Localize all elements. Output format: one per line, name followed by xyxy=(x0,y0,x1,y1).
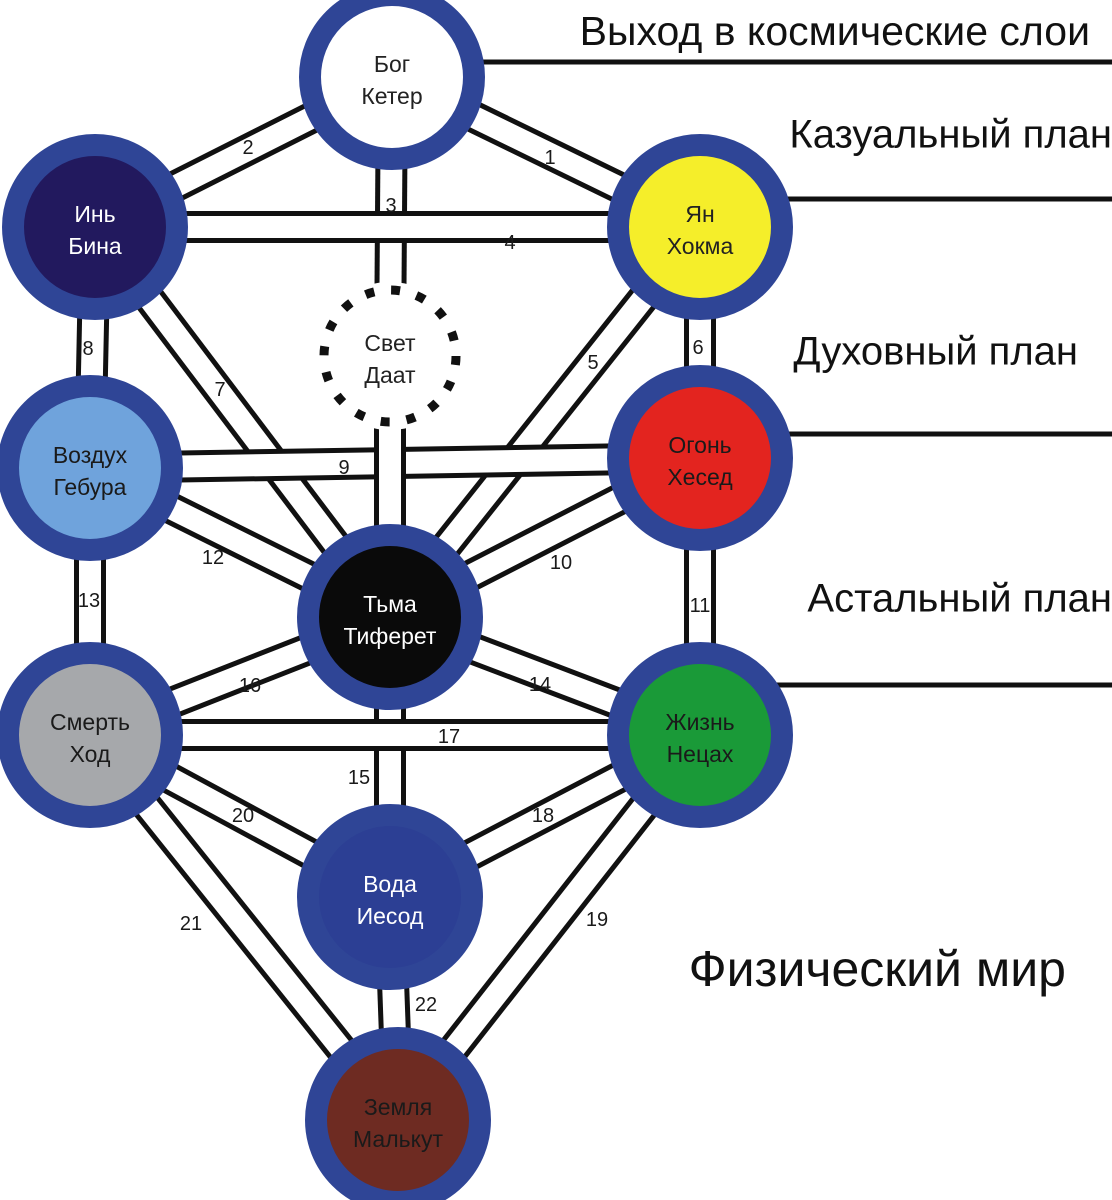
sephirah-circle xyxy=(305,1027,491,1200)
path-number: 12 xyxy=(202,547,224,569)
plane-dividers xyxy=(478,59,1112,688)
path-number: 21 xyxy=(180,913,202,935)
sephirah-line1: Воздух xyxy=(53,442,128,468)
path-number: 5 xyxy=(587,352,598,374)
sephirah-line1: Свет xyxy=(364,330,416,356)
path-number: 4 xyxy=(504,232,515,254)
path-number: 13 xyxy=(78,590,100,612)
plane-label-causal: Казуальный план xyxy=(789,112,1112,156)
plane-label-exit: Выход в космические слои xyxy=(580,8,1090,54)
plane-label-physical: Физический мир xyxy=(689,941,1066,997)
sephirah-line1: Огонь xyxy=(668,432,731,458)
sephirah-line2: Даат xyxy=(364,362,416,388)
sephirah-line2: Тиферет xyxy=(344,623,437,649)
path-number: 3 xyxy=(385,195,396,217)
sephirah-line1: Тьма xyxy=(363,591,417,617)
path-number: 19 xyxy=(586,909,608,931)
sephirah-line2: Иесод xyxy=(357,903,424,929)
plane-label-spirit: Духовный план xyxy=(793,329,1078,373)
path-number: 15 xyxy=(348,767,370,789)
sephirah-circle xyxy=(2,134,188,320)
path-number: 22 xyxy=(415,994,437,1016)
sephirah-circle xyxy=(0,375,183,561)
sephirah-line1: Ян xyxy=(685,201,714,227)
sephirah-line2: Нецах xyxy=(667,741,734,767)
sephirah-line2: Хесед xyxy=(667,464,733,490)
path-number: 2 xyxy=(242,137,253,159)
path-number: 14 xyxy=(529,674,551,696)
sephirah-line2: Гебура xyxy=(54,474,127,500)
path-number: 11 xyxy=(690,595,711,617)
daat-dashed-circle xyxy=(319,285,461,427)
sephirah-circle xyxy=(607,134,793,320)
path-number: 20 xyxy=(232,805,254,827)
sephirah-line2: Кетер xyxy=(361,83,422,109)
sephirah-line2: Хокма xyxy=(667,233,734,259)
path-number: 1 xyxy=(544,147,555,169)
sephirah-circle xyxy=(607,642,793,828)
sephirah-line2: Малькут xyxy=(353,1126,443,1152)
sephirah-line2: Ход xyxy=(70,741,111,767)
sephirah-line1: Земля xyxy=(364,1094,432,1120)
path-number: 6 xyxy=(692,337,703,359)
sephirah-line1: Вода xyxy=(363,871,417,897)
path-number: 17 xyxy=(438,726,460,748)
sephirah-line1: Инь xyxy=(74,201,115,227)
plane-label-astral: Астальный план xyxy=(807,576,1112,620)
sephirah-line1: Жизнь xyxy=(665,709,734,735)
path-number: 9 xyxy=(338,457,349,479)
sephirah-circle xyxy=(607,365,793,551)
path-number: 8 xyxy=(82,338,93,360)
path-number: 7 xyxy=(214,379,225,401)
sephirah-circle xyxy=(299,0,485,170)
sephirah-line1: Смерть xyxy=(50,709,130,735)
sephirah-line2: Бина xyxy=(68,233,122,259)
sephirah-circle xyxy=(297,524,483,710)
sephirah-circle xyxy=(0,642,183,828)
path-number: 16 xyxy=(239,675,261,697)
path-number: 18 xyxy=(532,805,554,827)
sephirah-line1: Бог xyxy=(374,51,410,77)
sephirah-circle xyxy=(297,804,483,990)
path-number: 10 xyxy=(550,552,572,574)
